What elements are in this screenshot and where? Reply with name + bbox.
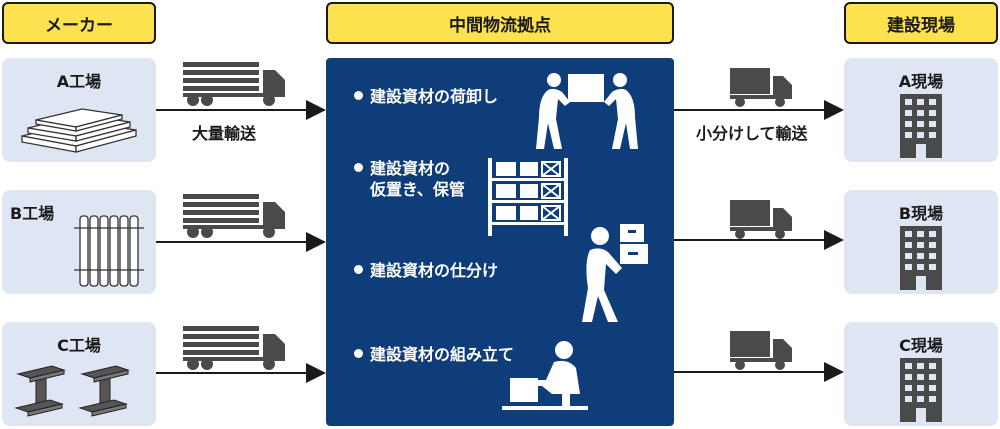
sorting-worker-icon [582,224,648,322]
small-truck-icon [730,68,792,107]
large-truck-icon [183,62,285,106]
site-label: C現場 [899,336,943,355]
site-label: A現場 [898,72,944,91]
inbound-label: 大量輸送 [192,124,257,143]
bullet-icon [354,265,363,274]
factory-label: C工場 [57,336,101,355]
factory-label: A工場 [56,72,102,91]
bullet-icon [354,163,363,172]
factory-label: B工場 [10,204,55,223]
large-truck-icon [183,326,285,370]
hub-item-text: 建設資材の [370,159,451,178]
factory-card-b: B工場 [2,190,156,294]
storage-rack-icon [488,158,568,236]
hub-item-sorting: 建設資材の仕分け [354,260,498,281]
outbound-label: 小分けして輸送 [696,124,808,143]
site-label: B現場 [898,204,944,223]
steel-beam-icon [14,365,130,417]
site-card-a: A現場 [844,58,998,162]
site-header: 建設現場 [844,2,998,44]
unloading-workers-icon [536,73,638,149]
bullet-icon [354,91,363,100]
small-truck-icon [730,200,792,239]
hub-item-unloading: 建設資材の荷卸し [354,86,498,107]
lumber-stack-icon [21,108,137,153]
hub-header: 中間物流拠点 [326,2,674,44]
factory-card-c: C工場 [2,322,156,426]
assembly-worker-icon [502,341,588,410]
distribution-hub: 建設資材の荷卸し 建設資材の 仮置き、保管 建設資材の仕分け 建設資材の組み立て [326,58,674,426]
bullet-icon [354,349,363,358]
inbound-arrows [156,100,326,383]
maker-header: メーカー [2,2,156,44]
building-icon [900,226,942,290]
hub-item-text: 建設資材の組み立て [370,345,515,364]
rebar-bundle-icon [74,215,144,287]
hub-item-assembly: 建設資材の組み立て [354,344,514,365]
hub-item-text: 建設資材の仕分け [370,261,499,280]
site-card-c: C現場 [844,322,998,426]
building-icon [900,358,942,422]
site-card-b: B現場 [844,190,998,294]
large-truck-icon [183,194,285,238]
hub-item-storage: 建設資材の 仮置き、保管 [354,158,465,200]
factory-card-a: A工場 [2,58,156,162]
building-icon [900,94,942,158]
small-truck-icon [730,331,792,370]
hub-item-text: 建設資材の荷卸し [370,87,499,106]
outbound-arrows [674,100,844,382]
hub-item-text: 仮置き、保管 [370,180,465,199]
